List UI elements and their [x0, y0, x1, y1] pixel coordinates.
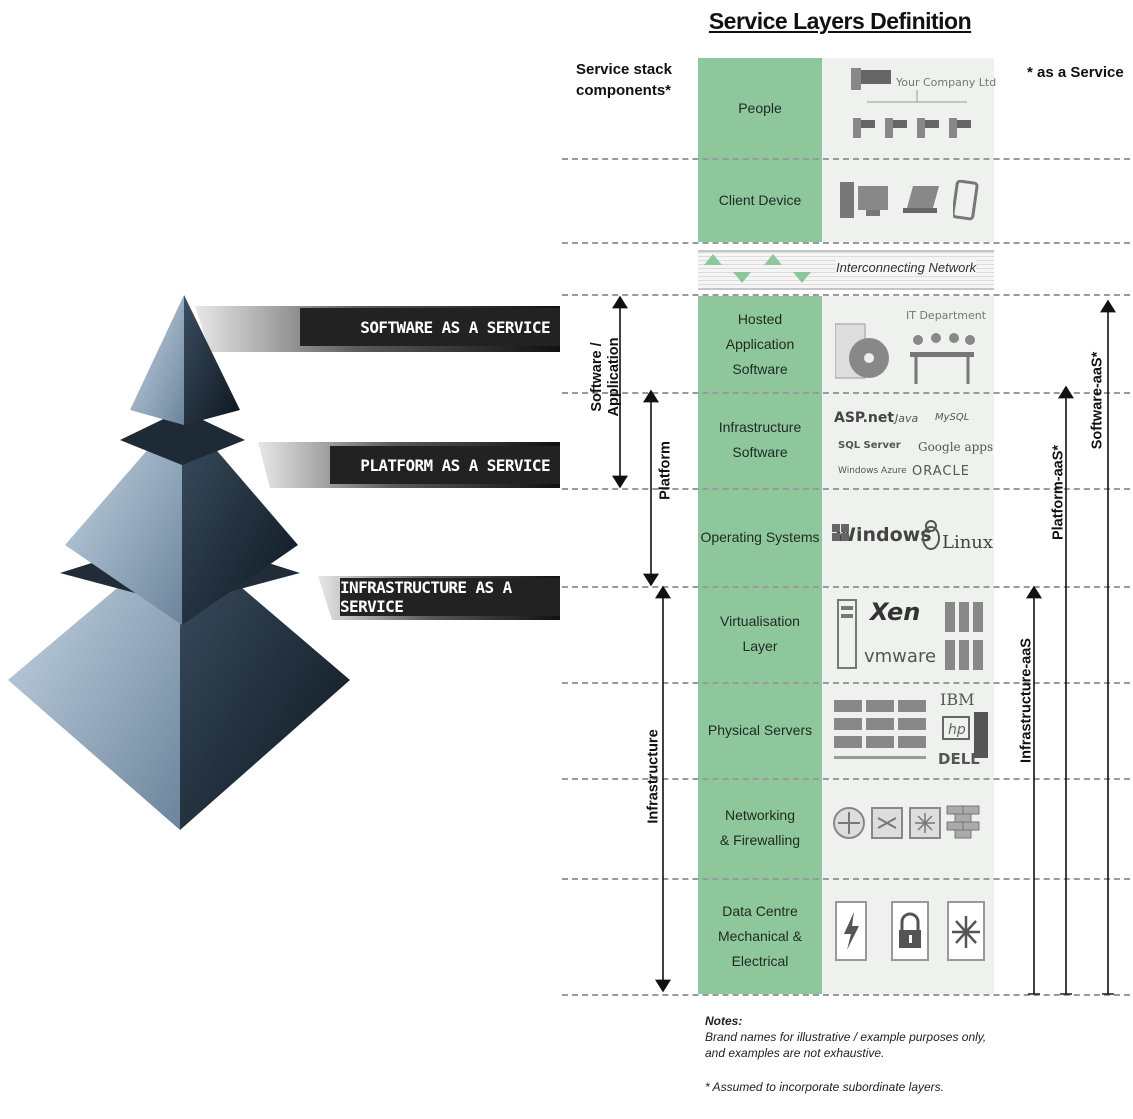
pyramid-tier-middle-left: [65, 410, 182, 625]
layer-hosted-app: Hosted Application Software: [725, 310, 795, 377]
layer-client-device: Client Device: [718, 191, 802, 208]
right-header: * as a Service: [1027, 64, 1124, 81]
pyramid-tier-top-right: [184, 295, 240, 425]
notes-footnote: * Assumed to incorporate subordinate lay…: [705, 1080, 945, 1094]
googleapps-logo: Google apps: [918, 440, 994, 454]
separator: [562, 682, 1130, 684]
layer-datacentre: Data Centre Mechanical & Electrical: [717, 902, 803, 969]
paas-band-label: PLATFORM AS A SERVICE: [360, 455, 550, 475]
saas-band: SOFTWARE AS A SERVICE: [300, 308, 560, 346]
paas-band: PLATFORM AS A SERVICE: [330, 446, 560, 484]
pyramid-tier-bottom-right: [180, 535, 350, 830]
iaas-band: INFRASTRUCTURE AS A SERVICE: [340, 578, 560, 616]
pyramid-tier-middle-right: [182, 410, 298, 625]
iaas-band-label: INFRASTRUCTURE AS A SERVICE: [340, 578, 512, 616]
layer-networking: Networking & Firewalling: [719, 807, 801, 848]
vmware-logo: vmware: [864, 646, 937, 667]
layer-column-top: [698, 58, 822, 242]
left-header: Service stack components*: [576, 61, 672, 99]
diagram-title: Service Layers Definition: [708, 8, 972, 34]
layer-infra-software: Infrastructure Software: [718, 419, 802, 460]
mysql-logo: MySQL: [935, 412, 970, 423]
ibm-logo: IBM: [940, 690, 975, 709]
svg-text:hp: hp: [948, 722, 966, 738]
separator: [562, 778, 1130, 780]
org-chart-icon: [845, 66, 985, 152]
pyramid-tier-top-left: [130, 295, 184, 425]
aspnet-logo: ASP.net: [834, 410, 895, 426]
dell-logo: DELL: [938, 750, 980, 768]
xen-logo: Xen: [870, 598, 921, 626]
platform-label: Platform: [657, 441, 674, 500]
software-application-label: Software / Application: [589, 337, 622, 417]
notes-line-1: Brand names for illustrative / example p…: [705, 1030, 987, 1044]
notes-block: Notes: Brand names for illustrative / ex…: [705, 1013, 986, 1095]
paas-label: Platform-aaS*: [1050, 444, 1067, 541]
separator: [562, 586, 1130, 588]
infrastructure-label: Infrastructure: [645, 729, 662, 824]
windows-logo: Windows: [832, 524, 932, 546]
separator: [562, 994, 1130, 996]
java-logo: Java: [895, 412, 919, 425]
separator: [562, 158, 1130, 160]
layer-people: People: [738, 99, 782, 116]
company-label: Your Company Ltd: [896, 76, 997, 89]
it-department-label: IT Department: [906, 309, 987, 322]
separator: [562, 488, 1130, 490]
windowsazure-logo: Windows Azure: [838, 466, 907, 476]
saas-band-label: SOFTWARE AS A SERVICE: [360, 317, 550, 337]
layer-os: Operating Systems: [700, 528, 820, 545]
windows-text: Windows: [835, 524, 932, 546]
separator: [562, 392, 1130, 394]
network-label: Interconnecting Network: [836, 260, 977, 275]
layer-column-main: [698, 296, 822, 994]
separator: [562, 878, 1130, 880]
notes-heading: Notes:: [705, 1014, 743, 1028]
pyramid-tier-middle-top: [120, 410, 245, 465]
linux-text: Linux: [942, 532, 994, 553]
saas-label: Software-aaS*: [1089, 351, 1106, 450]
oracle-logo: ORACLE: [912, 464, 970, 479]
layer-physical-servers: Physical Servers: [707, 721, 813, 738]
layer-virtualisation: Virtualisation Layer: [720, 613, 800, 654]
windows-flag-icon: [832, 524, 849, 541]
separator: [562, 294, 1130, 296]
notes-line-2: and examples are not exhaustive.: [705, 1046, 885, 1060]
iaas-label: Infrastructure-aaS: [1018, 638, 1035, 763]
separator: [562, 242, 1130, 244]
pyramid-tier-bottom-left: [8, 535, 180, 830]
sqlserver-logo: SQL Server: [838, 440, 901, 451]
